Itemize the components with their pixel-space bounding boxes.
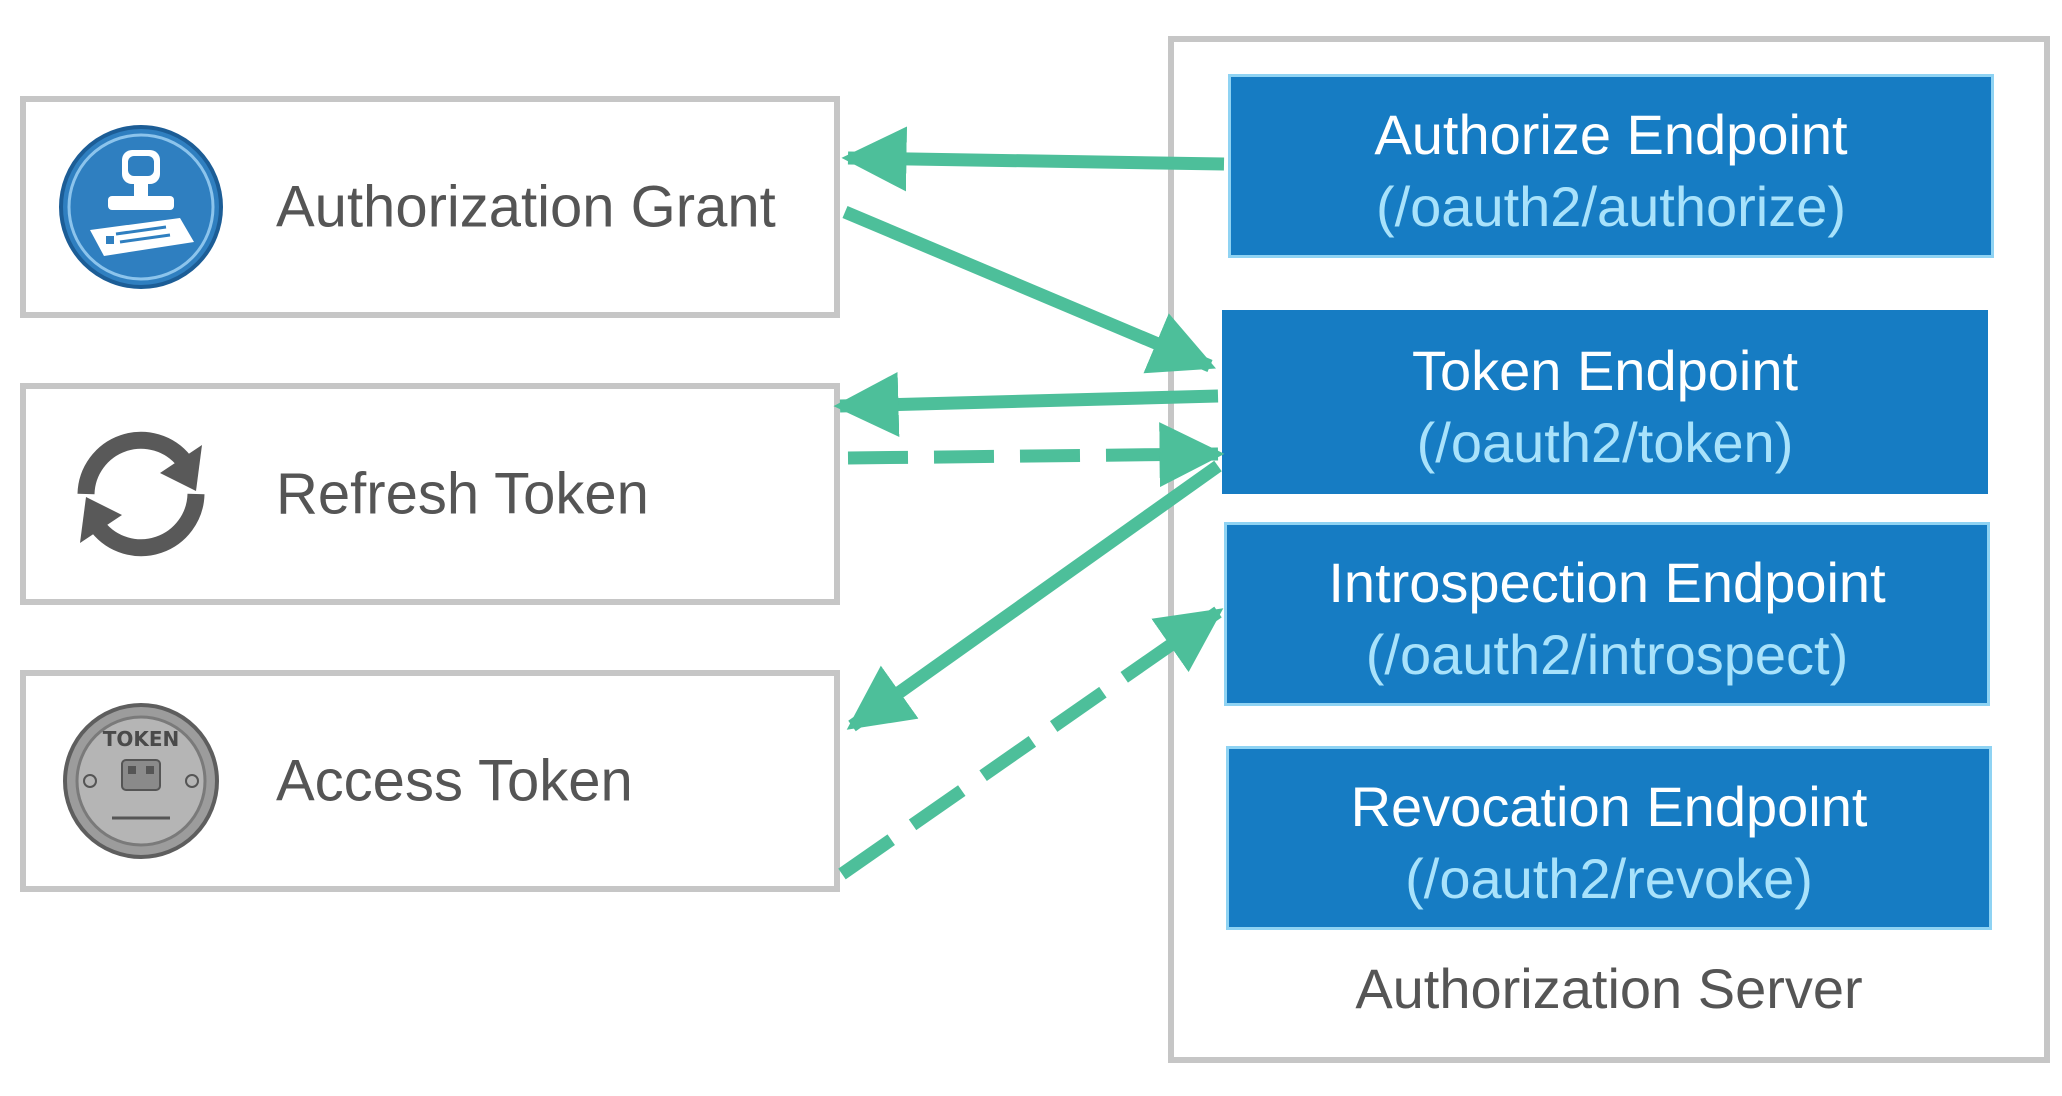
arrow-grant-to-token — [842, 206, 1216, 374]
arrow-token-to-access — [846, 460, 1222, 732]
authorize-endpoint-path: (/oauth2/authorize) — [1375, 175, 1847, 238]
token-coin-icon: TOKEN — [56, 696, 226, 866]
refresh-token-label: Refresh Token — [276, 461, 649, 527]
token-endpoint-path: (/oauth2/token) — [1416, 411, 1794, 474]
arrow-refresh-to-token-dashed — [847, 422, 1225, 488]
stamp-icon — [56, 122, 226, 292]
token-endpoint: Token Endpoint (/oauth2/token) — [1222, 310, 1988, 494]
arrow-access-to-introspect-dashed — [838, 606, 1224, 880]
token-endpoint-name: Token Endpoint — [1411, 339, 1799, 402]
arrow-token-to-refresh — [833, 371, 1219, 437]
authorize-endpoint-name: Authorize Endpoint — [1374, 103, 1848, 166]
revocation-endpoint-name: Revocation Endpoint — [1350, 775, 1868, 838]
refresh-icon — [56, 409, 226, 579]
revocation-endpoint-path: (/oauth2/revoke) — [1405, 847, 1813, 910]
refresh-token-box: Refresh Token — [20, 383, 840, 605]
authorization-server: Authorize Endpoint (/oauth2/authorize) T… — [1168, 36, 2050, 1063]
access-token-label: Access Token — [276, 748, 633, 814]
coin-text: TOKEN — [103, 727, 180, 751]
introspection-endpoint-path: (/oauth2/introspect) — [1365, 623, 1849, 686]
authorization-grant-box: Authorization Grant — [20, 96, 840, 318]
access-token-box: TOKEN Access Token — [20, 670, 840, 892]
introspection-endpoint-name: Introspection Endpoint — [1328, 551, 1886, 614]
revocation-endpoint: Revocation Endpoint (/oauth2/revoke) — [1226, 746, 1992, 930]
authorization-grant-label: Authorization Grant — [276, 174, 776, 240]
authorize-endpoint: Authorize Endpoint (/oauth2/authorize) — [1228, 74, 1994, 258]
authorization-server-label: Authorization Server — [1355, 957, 1863, 1020]
introspection-endpoint: Introspection Endpoint (/oauth2/introspe… — [1224, 522, 1990, 706]
